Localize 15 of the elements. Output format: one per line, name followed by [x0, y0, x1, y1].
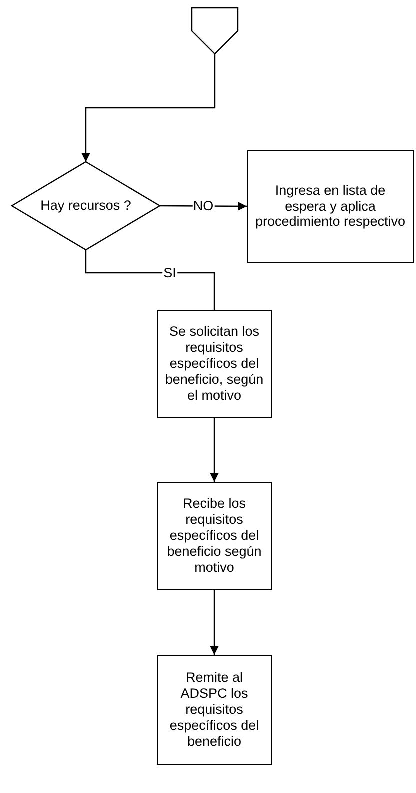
edge-label: NO [192, 199, 215, 213]
process-box [157, 310, 272, 418]
process-text: Remite al ADSPC los requisitos específicos del beneficio [168, 670, 260, 750]
connector-arrow [160, 202, 247, 211]
process-box [157, 482, 272, 590]
decision-text: Hay recursos ? [40, 198, 132, 214]
process-text: Se solicitan los requisitos específicos del beneficio, según el motivo [164, 324, 265, 404]
edge-label: SI [162, 266, 178, 280]
process-box [157, 655, 272, 765]
connector-arrow [210, 590, 219, 655]
process-text: Recibe los requisitos específicos del beneficio según motivo [166, 496, 263, 576]
process-box [247, 150, 414, 263]
connector-arrow [210, 418, 219, 482]
connector-arrow [82, 54, 216, 162]
process-text: Ingresa en lista de espera y aplica procedimiento respectivo [254, 182, 407, 230]
